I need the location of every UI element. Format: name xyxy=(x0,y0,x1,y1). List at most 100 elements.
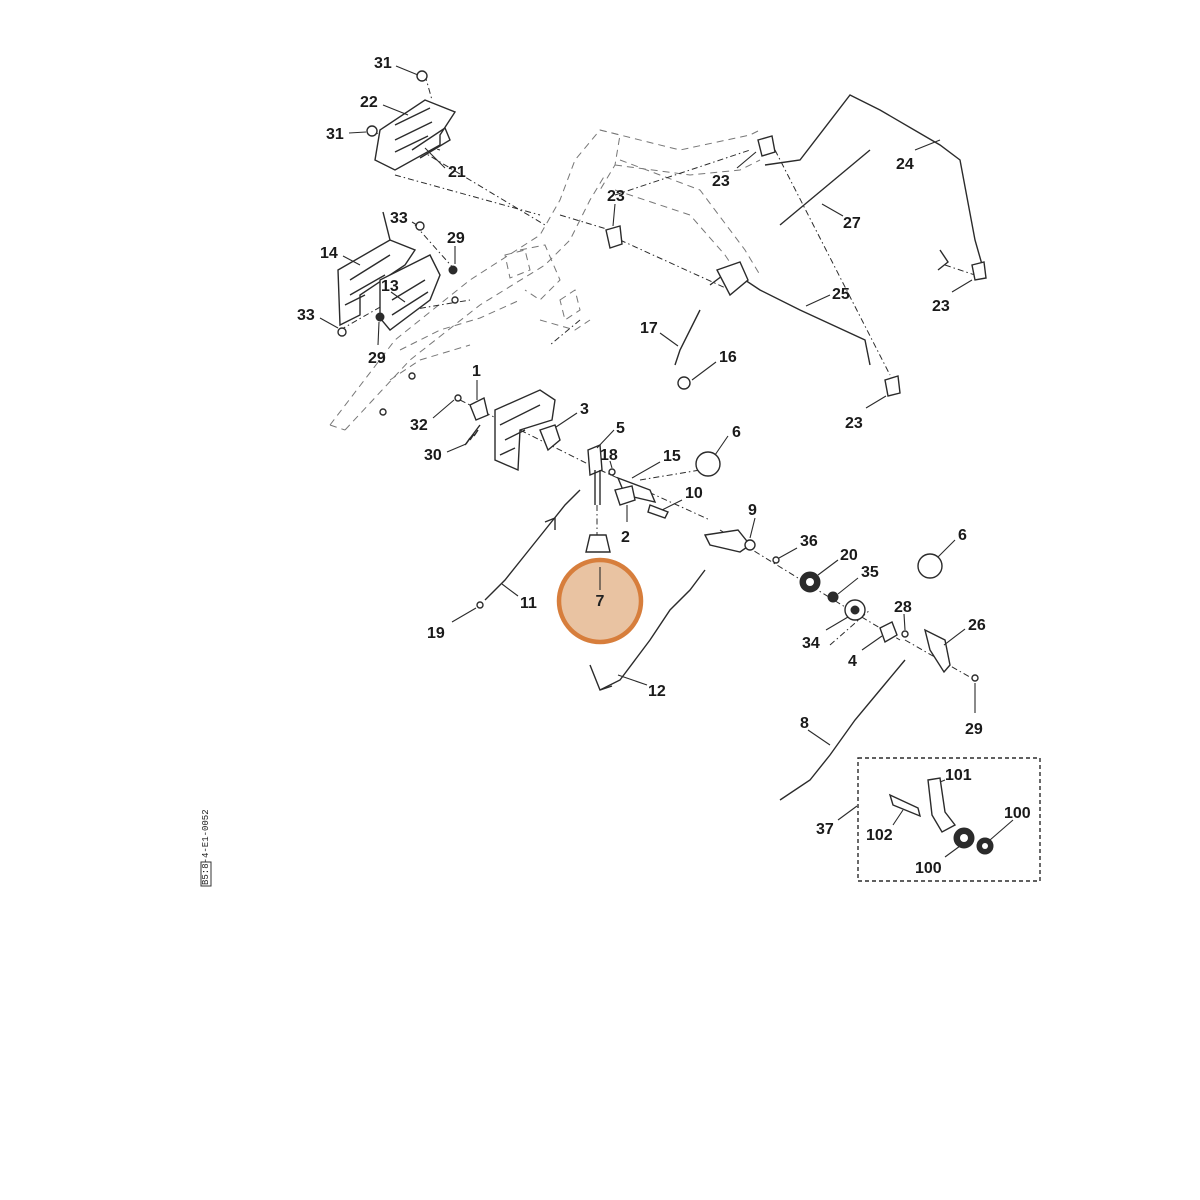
callout-23-b: 23 xyxy=(607,188,625,205)
cables xyxy=(476,489,906,801)
callout-100-right: 100 xyxy=(1004,805,1031,822)
washer-part-16-icon xyxy=(677,376,691,390)
cable-part-27 xyxy=(779,149,871,226)
callout-12: 12 xyxy=(648,683,666,700)
callout-17: 17 xyxy=(640,320,658,337)
callout-20: 20 xyxy=(840,547,858,564)
callout-22: 22 xyxy=(360,94,378,111)
callout-18: 18 xyxy=(600,447,618,464)
bushing-part-35-icon xyxy=(827,591,839,603)
callout-26: 26 xyxy=(968,617,986,634)
callout-31-left: 31 xyxy=(326,126,344,143)
part-4 xyxy=(879,621,898,644)
small-nut-icon xyxy=(379,408,387,416)
screw-31-left-icon xyxy=(366,125,378,137)
kit-37-frame xyxy=(857,757,1041,882)
lever-part-26 xyxy=(923,628,951,674)
lever-part-101 xyxy=(927,777,957,833)
callout-5: 5 xyxy=(616,420,625,437)
callout-23-d: 23 xyxy=(845,415,863,432)
callout-14: 14 xyxy=(320,245,338,262)
cable-part-8 xyxy=(779,659,906,801)
callout-29-top: 29 xyxy=(447,230,465,247)
clip-part-23-b-icon xyxy=(605,225,623,249)
callout-11: 11 xyxy=(520,595,537,612)
callout-2: 2 xyxy=(621,529,630,546)
shaft-part-9 xyxy=(703,529,752,553)
callout-15: 15 xyxy=(663,448,681,465)
right-linkage xyxy=(703,529,979,682)
callout-37: 37 xyxy=(816,821,834,838)
kit-37-box xyxy=(857,757,1041,882)
callout-4: 4 xyxy=(848,653,857,670)
callout-8: 8 xyxy=(800,715,809,732)
shaft-part-102 xyxy=(888,793,922,818)
callout-29-right: 29 xyxy=(965,721,983,738)
callout-31-top: 31 xyxy=(374,55,392,72)
washer-part-18-icon xyxy=(608,468,616,476)
end-part-19-icon xyxy=(476,601,484,609)
callout-23-c: 23 xyxy=(932,298,950,315)
pin-part-32-icon xyxy=(454,394,462,402)
callout-labels: 31 22 31 21 33 29 14 13 33 29 1 32 xyxy=(297,55,1031,877)
callout-23-a: 23 xyxy=(712,173,730,190)
clip-part-23-d-icon xyxy=(884,375,901,397)
cable-part-12 xyxy=(599,569,706,691)
callout-16: 16 xyxy=(719,349,737,366)
callout-32: 32 xyxy=(410,417,428,434)
callout-10: 10 xyxy=(685,485,703,502)
lever-assembly xyxy=(454,389,669,519)
callout-33-bottom: 33 xyxy=(297,307,315,324)
small-screw-icon xyxy=(451,296,459,304)
clip-part-23-a-icon xyxy=(757,135,776,157)
callout-102: 102 xyxy=(866,827,893,844)
callout-101: 101 xyxy=(945,767,972,784)
callout-35: 35 xyxy=(861,564,879,581)
assembly-lines xyxy=(339,74,976,681)
pivot-part-1 xyxy=(469,396,489,421)
screw-33-top-icon xyxy=(415,221,425,231)
knob-part-6-top-icon xyxy=(695,451,721,477)
clip-part-23-c-icon xyxy=(971,261,987,281)
callout-6-top: 6 xyxy=(732,424,741,441)
screw-part-29-icon xyxy=(971,674,979,682)
part-7-icon xyxy=(585,534,611,553)
spring-part-30-icon xyxy=(465,429,479,445)
callout-29-left: 29 xyxy=(368,350,386,367)
callout-19: 19 xyxy=(427,625,445,642)
callout-1: 1 xyxy=(472,363,481,380)
highlighted-part-7[interactable]: 7 xyxy=(556,534,644,645)
small-nut-icon xyxy=(408,372,416,380)
highlight-label: 7 xyxy=(596,593,605,610)
callout-24: 24 xyxy=(896,156,914,173)
callout-36: 36 xyxy=(800,533,818,550)
clip-part-2 xyxy=(614,485,636,506)
callout-13: 13 xyxy=(381,278,399,295)
left-bracket-part-14 xyxy=(337,211,459,416)
callout-9: 9 xyxy=(748,502,757,519)
pin-part-10 xyxy=(647,504,669,519)
callout-28: 28 xyxy=(894,599,912,616)
callout-21: 21 xyxy=(448,164,466,181)
callout-33-top: 33 xyxy=(390,210,408,227)
drawing-code: B5:8-4-E1-0052 xyxy=(201,809,211,885)
rod-part-17 xyxy=(674,309,701,366)
nut-29-left-icon xyxy=(375,312,385,322)
callout-27: 27 xyxy=(843,215,861,232)
screw-31-top-icon xyxy=(416,70,428,82)
screw-33-bottom-icon xyxy=(337,327,347,337)
lever-part-3 xyxy=(539,424,561,452)
nut-29-top-icon xyxy=(448,265,458,275)
callout-3: 3 xyxy=(580,401,589,418)
top-bracket-part-22 xyxy=(366,70,457,171)
highlight-circle xyxy=(556,557,644,645)
callout-30: 30 xyxy=(424,447,442,464)
callout-34: 34 xyxy=(802,635,820,652)
callout-6-right: 6 xyxy=(958,527,967,544)
callout-25: 25 xyxy=(832,286,850,303)
handle-frame-outline xyxy=(329,129,761,431)
callout-100-bottom: 100 xyxy=(915,860,942,877)
upper-handle-assembly xyxy=(605,94,987,397)
